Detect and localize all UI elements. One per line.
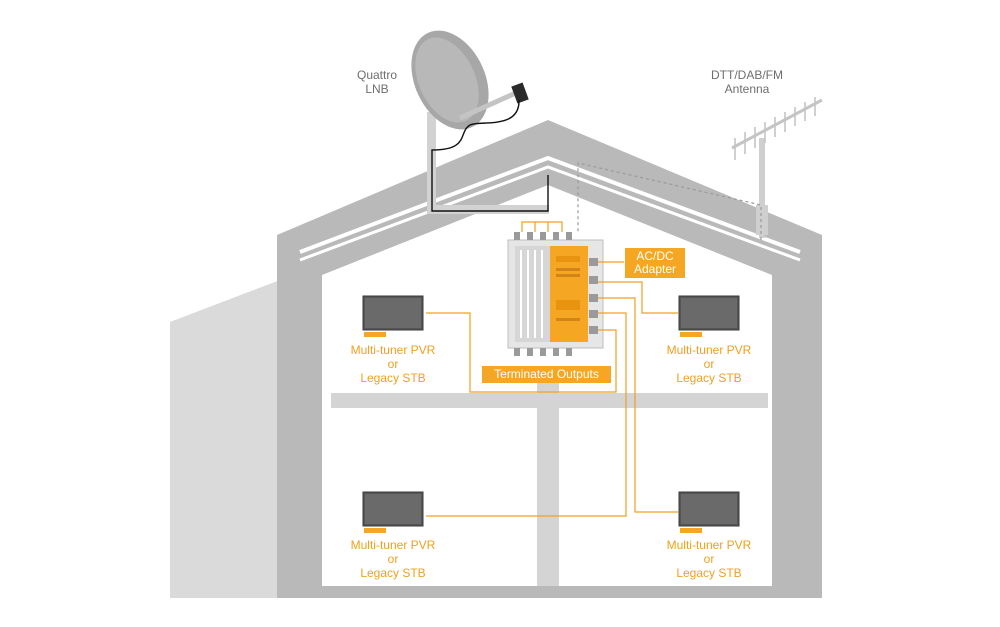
device-name: Multi-tuner PVR	[666, 343, 752, 357]
antenna-boom	[731, 98, 823, 150]
lnb-label-line2: LNB	[365, 82, 389, 96]
adapter-tag-line1: AC/DC	[636, 249, 674, 263]
room-label-bottom-right: Multi-tuner PVR or Legacy STB	[639, 538, 779, 580]
annex-wall	[170, 280, 280, 598]
antenna-elements	[734, 97, 816, 160]
antenna-label: DTT/DAB/FM Antenna	[702, 68, 792, 96]
terminated-outputs-tag: Terminated Outputs	[482, 366, 611, 383]
device-or: or	[387, 357, 399, 371]
tv-top-right	[678, 295, 740, 337]
switch-inputs	[521, 221, 563, 232]
lnb-cable	[431, 99, 549, 212]
antenna-label-line2: Antenna	[724, 82, 770, 96]
output-cables	[426, 261, 678, 517]
adapter-tag-line2: Adapter	[633, 262, 677, 276]
device-or: or	[703, 357, 715, 371]
room-label-bottom-left: Multi-tuner PVR or Legacy STB	[323, 538, 463, 580]
adapter-tag: AC/DC Adapter	[625, 248, 685, 278]
room-label-top-left: Multi-tuner PVR or Legacy STB	[323, 343, 463, 385]
tv-top-left	[362, 295, 424, 337]
device-name: Multi-tuner PVR	[350, 343, 436, 357]
device-alt: Legacy STB	[676, 566, 742, 580]
device-alt: Legacy STB	[360, 566, 426, 580]
tv-bottom-left	[362, 491, 424, 533]
device-or: or	[703, 552, 715, 566]
multiswitch	[507, 232, 604, 356]
antenna-feed	[577, 162, 762, 240]
device-alt: Legacy STB	[676, 371, 742, 385]
lnb-label: Quattro LNB	[342, 68, 412, 96]
device-alt: Legacy STB	[360, 371, 426, 385]
dish-mast-base	[427, 205, 549, 214]
antenna-label-line1: DTT/DAB/FM	[711, 68, 783, 82]
central-wall	[537, 378, 559, 586]
tv-bottom-right	[678, 491, 740, 533]
device-name: Multi-tuner PVR	[666, 538, 752, 552]
antenna-mast	[759, 138, 765, 238]
device-name: Multi-tuner PVR	[350, 538, 436, 552]
antenna-mast-clamp	[756, 205, 768, 235]
lnb-head	[511, 82, 529, 104]
lnb-label-line1: Quattro	[356, 68, 398, 82]
roof-line-inner	[299, 165, 801, 262]
roof-line-outer	[299, 155, 801, 254]
device-or: or	[387, 552, 399, 566]
lnb-arm	[458, 89, 520, 121]
satellite-dish-rim	[415, 37, 479, 123]
room-label-top-right: Multi-tuner PVR or Legacy STB	[639, 343, 779, 385]
